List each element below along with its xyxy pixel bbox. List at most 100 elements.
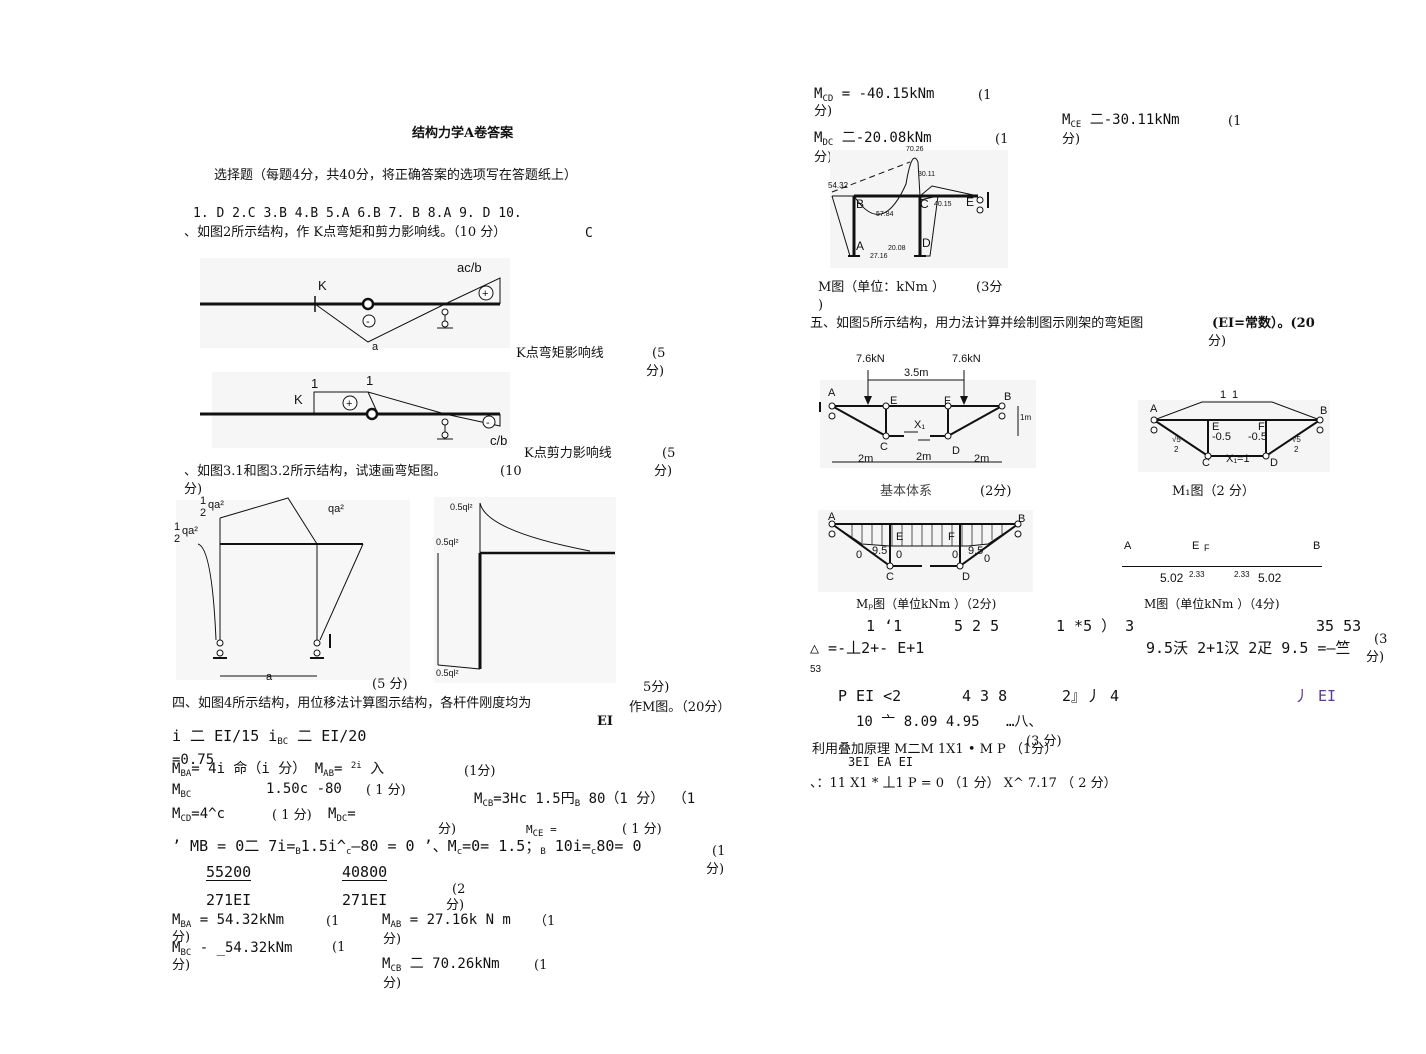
moment-beam-line — [219, 497, 318, 545]
moment-bc-curve — [853, 157, 919, 215]
calc1a: 1 ‘1 — [866, 617, 903, 635]
node-a: A — [856, 239, 864, 253]
val-neg-0-5-a: -0.5 — [1212, 431, 1231, 443]
frame-caption: M图（单位：kNm ） — [818, 280, 946, 295]
calc6: 利用叠加原理 M二M 1X1 • M P （1分） — [812, 742, 1058, 757]
node-f-icon — [944, 402, 952, 410]
m-cb-score: (1 — [534, 958, 548, 973]
node-b-icon — [998, 402, 1006, 410]
label-x1: X₁ — [914, 419, 925, 431]
q4-line1: i 二 EI/15 iBC 二 EI/20 — [172, 727, 367, 747]
support-b-icon — [1014, 530, 1022, 538]
cap-k-shear: K点剪力影响线 — [524, 446, 612, 461]
calc5b: …八、 — [1006, 714, 1043, 730]
calc4d: 丿 EI — [1294, 687, 1337, 705]
val-27-16: 27.16 — [870, 253, 888, 260]
m-dc: MDC 二-20.08kNm — [814, 130, 932, 148]
figure-background — [818, 510, 1033, 592]
mfin-label-e: E — [1192, 540, 1200, 552]
val-neg-0-5-b: -0.5 — [1248, 431, 1267, 443]
label-k: K — [318, 278, 327, 293]
label-k: K — [294, 392, 303, 407]
frac1-den: 271EI — [206, 891, 252, 909]
moment-ce — [919, 185, 979, 197]
frac2-den: 271EI — [342, 891, 388, 909]
support-icon — [441, 308, 449, 316]
q1-answer10: C — [585, 226, 593, 241]
influence-line — [314, 277, 501, 343]
label-half-4: 2 — [174, 533, 180, 545]
label-f: F — [1258, 421, 1265, 433]
m1-diagram: A B E F C D X₁=1 1 1 -0.5 -0.5 √5 2 √5 2 — [1138, 389, 1330, 472]
support-b-icon — [1316, 426, 1324, 434]
val-0-a: 0 — [856, 549, 862, 561]
score-k-shear-b: 分) — [654, 464, 673, 479]
k-moment-influence-figure: K ac/b + - a — [200, 258, 510, 353]
calc4c: 2』丿 4 — [1062, 687, 1120, 705]
label-c: C — [886, 571, 894, 583]
mfin-sup-left: 2.33 — [1189, 570, 1205, 579]
node-d-icon — [944, 432, 952, 440]
dim-2m-1: 2m — [858, 453, 873, 465]
influence-line — [313, 391, 501, 427]
support-b-icon — [313, 639, 321, 647]
hinge-icon — [365, 407, 379, 421]
m-cb-fen: 分) — [383, 976, 402, 991]
label-half-1: 1 — [200, 495, 206, 507]
q4-line3c: MCB=3Hc 1.5円B 80（1 分） （1 — [474, 791, 696, 809]
label-a: a — [372, 341, 379, 353]
calc1d: 35 53 — [1316, 617, 1362, 635]
q4-line2-score: (1分) — [464, 764, 496, 779]
q4-tail: 作M图。（20分） — [629, 700, 731, 715]
q5-ei: (EI=常数）。(20 — [1212, 316, 1315, 331]
q5-header: 五、如图5所示结构，用力法计算并绘制图示刚架的弯矩图 — [810, 316, 1144, 331]
calc3: 53 — [810, 664, 822, 675]
support-icon — [441, 418, 449, 426]
dim-2m-3: 2m — [974, 453, 989, 465]
page-title: 结构力学A卷答案 — [412, 126, 514, 141]
label-d: D — [952, 445, 960, 457]
moment-cb — [917, 161, 921, 197]
k-shear-influence-figure: 1 1 K + - c/b — [200, 372, 510, 448]
calc2b: 9.5沃 2+1汉 2疋 9.5 =—竺 — [1146, 639, 1351, 657]
support-e-pin-icon — [976, 206, 984, 214]
q3-score-a: (10 — [500, 464, 522, 479]
frac1-num: 55200 — [206, 863, 252, 881]
label-f: F — [948, 531, 955, 543]
calc5c: (3 分) — [1026, 734, 1062, 749]
val-root5-a: √5 — [1172, 435, 1181, 444]
q4-line5-score-a: (1 — [712, 844, 726, 859]
support-a-icon — [828, 412, 836, 420]
q4-line3: MBC — [172, 782, 192, 800]
support-a-icon — [1150, 426, 1158, 434]
label-acb: ac/b — [457, 260, 482, 275]
load-1-label: 7.6kN — [856, 353, 885, 365]
load-2-label: 7.6kN — [952, 353, 981, 365]
m-ce-fen: 分) — [1062, 132, 1081, 147]
basic-caption: 基本体系 — [880, 484, 933, 499]
basic-score: (2分) — [980, 484, 1012, 499]
q4-line4f: MCE = — [526, 823, 557, 839]
mfin-caption: M图（单位kNm ）（4分) — [1144, 597, 1280, 611]
m-cd-fen: 分) — [814, 104, 833, 119]
m1-envelope — [1153, 401, 1321, 421]
support-pin-icon — [441, 431, 449, 439]
plus-circle-icon — [342, 395, 358, 411]
label-a: A — [1150, 403, 1158, 415]
node-e-icon — [882, 402, 890, 410]
label-1a: 1 — [311, 376, 318, 391]
node-c-icon — [1204, 452, 1212, 460]
val-70-26: 70.26 — [906, 146, 924, 153]
load-2-arrowhead — [960, 396, 968, 405]
calc1e: (3 — [1374, 632, 1388, 647]
val-1-b: 1 — [1232, 389, 1238, 401]
figure-background — [434, 497, 616, 683]
figure-background — [176, 500, 410, 680]
m-ab: MAB = 27.16k N m — [382, 912, 511, 930]
frac2-num: 40800 — [342, 863, 388, 881]
q4-line4-fen: 分) — [438, 822, 457, 837]
dim-1m: 1m — [1020, 413, 1031, 422]
q3-header: 、如图3.1和图3.2所示结构，试速画弯矩图。 — [184, 464, 447, 479]
support-b-pin-icon — [313, 649, 321, 657]
label-b: B — [1320, 405, 1327, 417]
